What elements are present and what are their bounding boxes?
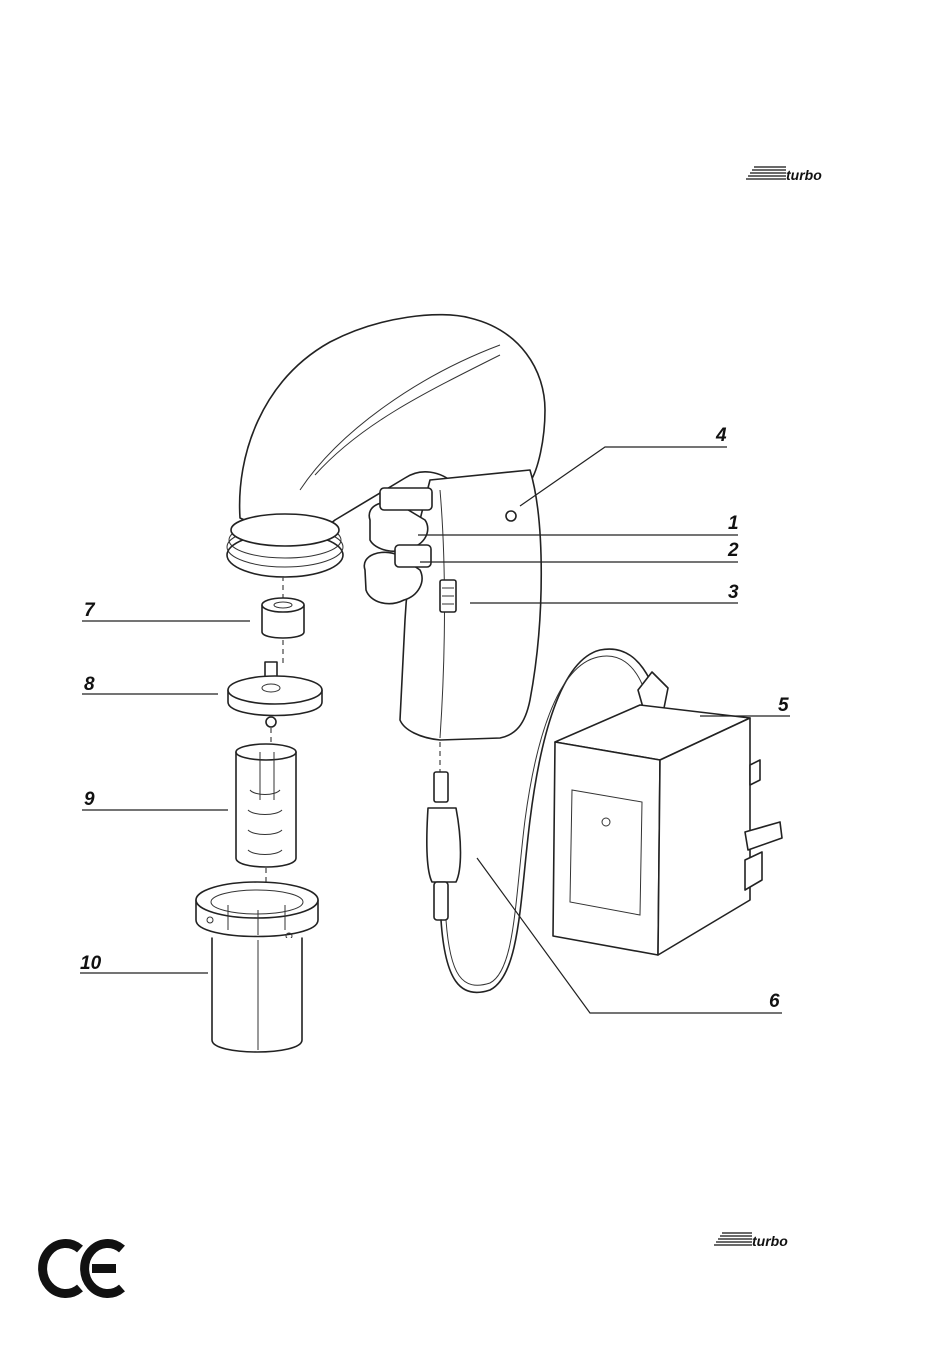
callout-8: 8 <box>84 674 95 695</box>
ce-mark-c <box>43 1244 80 1294</box>
power-supply <box>553 705 782 955</box>
logo-text-bottom: turbo <box>752 1233 788 1249</box>
callout-6: 6 <box>769 991 780 1012</box>
callout-10: 10 <box>80 953 102 974</box>
part-8-filter <box>228 662 322 748</box>
leader-4 <box>520 447 727 506</box>
power-supply-front <box>553 742 660 955</box>
callout-9: 9 <box>84 789 95 810</box>
callout-7: 7 <box>84 600 96 621</box>
turbo-logo-bottom: turbo <box>714 1233 788 1249</box>
trigger-upper-housing <box>380 488 432 510</box>
logo-speed-lines <box>714 1233 752 1245</box>
nozzle-ring <box>227 514 343 577</box>
part-10-nosepiece <box>196 882 318 1052</box>
ce-mark <box>43 1244 122 1294</box>
part-7-adapter <box>262 576 304 664</box>
callout-4: 4 <box>715 425 727 446</box>
callout-3: 3 <box>728 582 739 603</box>
callout-1: 1 <box>728 513 739 534</box>
logo-text-top: turbo <box>786 167 822 183</box>
callout-5: 5 <box>778 695 789 716</box>
turbo-logo-top: turbo <box>746 167 822 183</box>
callout-2: 2 <box>727 540 739 561</box>
logo-speed-lines <box>746 167 786 179</box>
plug-strain-relief <box>434 882 448 920</box>
part-9-silicone-holder <box>236 744 296 882</box>
speed-switch-icon <box>440 580 456 612</box>
indicator-led-icon <box>506 511 516 521</box>
trigger-lower-housing <box>395 545 431 567</box>
plug-body <box>427 808 461 882</box>
plug-prong-top <box>750 760 760 785</box>
plug-tip <box>434 772 448 802</box>
